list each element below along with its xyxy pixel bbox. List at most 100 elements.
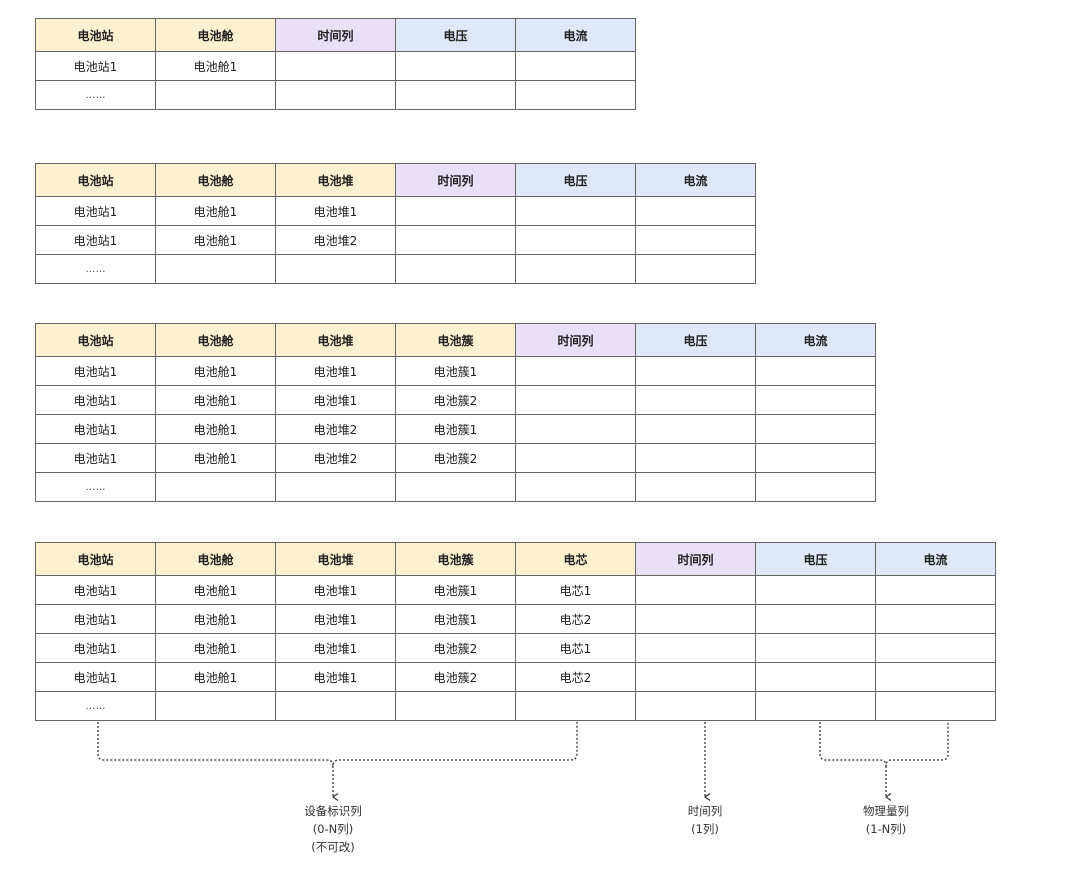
table-cell (275, 254, 396, 284)
table-cell (755, 604, 876, 634)
column-header-time: 时间列 (395, 163, 516, 197)
table-cell (635, 662, 756, 692)
column-header-metric: 电压 (515, 163, 636, 197)
table-cell (515, 80, 636, 110)
table-cell: …… (35, 80, 156, 110)
table-cell: 电池站1 (35, 604, 156, 634)
table-cell (755, 472, 876, 502)
table-cell: 电池簇1 (395, 414, 516, 444)
table-cell (155, 691, 276, 721)
table-cell: 电池堆2 (275, 443, 396, 473)
column-header-device: 电芯 (515, 542, 636, 576)
table-row: …… (35, 691, 996, 721)
table-cell: 电池站1 (35, 575, 156, 605)
column-header-metric: 电流 (755, 323, 876, 357)
table-cell (635, 443, 756, 473)
metric-columns-label: 物理量列 (1-N列) (826, 802, 946, 838)
table-cell (515, 691, 636, 721)
table-cell: 电池舱1 (155, 414, 276, 444)
table-cell: 电池舱1 (155, 51, 276, 81)
table-cell (755, 691, 876, 721)
column-header-metric: 电流 (515, 18, 636, 52)
table-row: …… (35, 472, 876, 502)
table-cell (755, 356, 876, 386)
column-header-metric: 电压 (635, 323, 756, 357)
table-cell: 电池堆1 (275, 356, 396, 386)
table-cell: 电芯1 (515, 575, 636, 605)
table-cell: …… (35, 254, 156, 284)
device-label-note: (不可改) (311, 840, 355, 854)
table-cell (635, 604, 756, 634)
table-cell (635, 691, 756, 721)
header-row: 电池站电池舱时间列电压电流 (35, 18, 636, 52)
table-cell (395, 691, 516, 721)
table-cell: 电池舱1 (155, 443, 276, 473)
table-cell: 电池堆1 (275, 633, 396, 663)
column-header-device: 电池站 (35, 163, 156, 197)
table-cell (635, 575, 756, 605)
table-cell (635, 385, 756, 415)
column-header-device: 电池舱 (155, 163, 276, 197)
table-cell: 电池站1 (35, 356, 156, 386)
column-header-device: 电池舱 (155, 323, 276, 357)
table-cell: 电池站1 (35, 196, 156, 226)
table-row: …… (35, 254, 756, 284)
column-header-device: 电池站 (35, 18, 156, 52)
table-cell (155, 472, 276, 502)
table-cell (635, 472, 756, 502)
table-cell: 电芯2 (515, 662, 636, 692)
time-column-label: 时间列 (1列) (645, 802, 765, 838)
table-cell: 电池堆2 (275, 414, 396, 444)
table-cell (515, 472, 636, 502)
column-header-metric: 电流 (875, 542, 996, 576)
device-label-count: (0-N列) (312, 822, 354, 836)
metric-columns-bracket (819, 722, 949, 767)
table-cell: …… (35, 472, 156, 502)
table-cell (155, 80, 276, 110)
column-header-time: 时间列 (515, 323, 636, 357)
table-cell (395, 80, 516, 110)
column-header-device: 电池站 (35, 542, 156, 576)
header-row: 电池站电池舱电池堆时间列电压电流 (35, 163, 756, 197)
metric-label-title: 物理量列 (863, 804, 909, 818)
table-cell (395, 51, 516, 81)
table-cell (875, 662, 996, 692)
table-cell (755, 443, 876, 473)
table-cell (275, 51, 396, 81)
table-cell (275, 691, 396, 721)
table-cell: 电池舱1 (155, 575, 276, 605)
table-cell: 电池堆1 (275, 575, 396, 605)
column-header-metric: 电压 (395, 18, 516, 52)
table-cell: 电池舱1 (155, 225, 276, 255)
table-cell (635, 254, 756, 284)
table-cell (395, 254, 516, 284)
table-cell: 电池站1 (35, 443, 156, 473)
header-row: 电池站电池舱电池堆电池簇电芯时间列电压电流 (35, 542, 996, 576)
metric-label-count: (1-N列) (865, 822, 907, 836)
time-label-title: 时间列 (687, 804, 723, 818)
device-columns-bracket (97, 722, 578, 767)
table-cell: 电池站1 (35, 414, 156, 444)
table-cell (275, 80, 396, 110)
table-cell (875, 691, 996, 721)
device-label-title: 设备标识列 (304, 804, 362, 818)
column-header-device: 电池站 (35, 323, 156, 357)
device-columns-label: 设备标识列 (0-N列) (不可改) (273, 802, 393, 856)
table-cell: 电池堆1 (275, 196, 396, 226)
time-label-count: (1列) (691, 822, 719, 836)
table-cell: 电芯1 (515, 633, 636, 663)
header-row: 电池站电池舱电池堆电池簇时间列电压电流 (35, 323, 876, 357)
table-cell: 电池簇2 (395, 633, 516, 663)
table-cell: 电池舱1 (155, 633, 276, 663)
